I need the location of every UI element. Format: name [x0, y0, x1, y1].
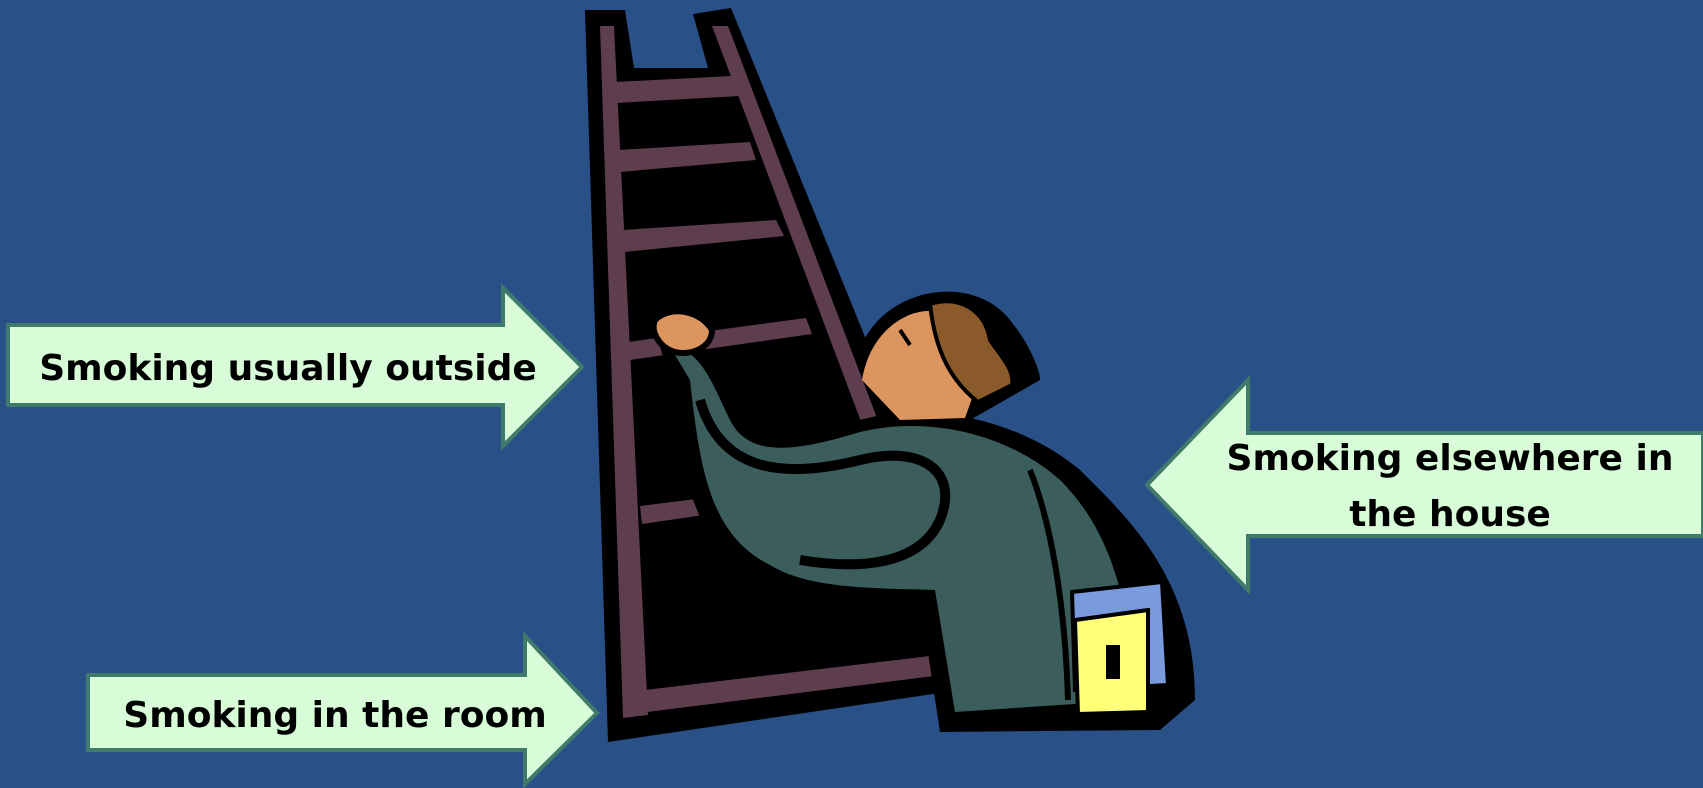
label-smoking-room: Smoking in the room	[95, 688, 575, 744]
label-smoking-elsewhere: Smoking elsewhere in the house	[1210, 431, 1690, 543]
hand	[654, 311, 712, 353]
pocket-slot	[1106, 645, 1120, 679]
label-smoking-outside: Smoking usually outside	[18, 341, 558, 397]
